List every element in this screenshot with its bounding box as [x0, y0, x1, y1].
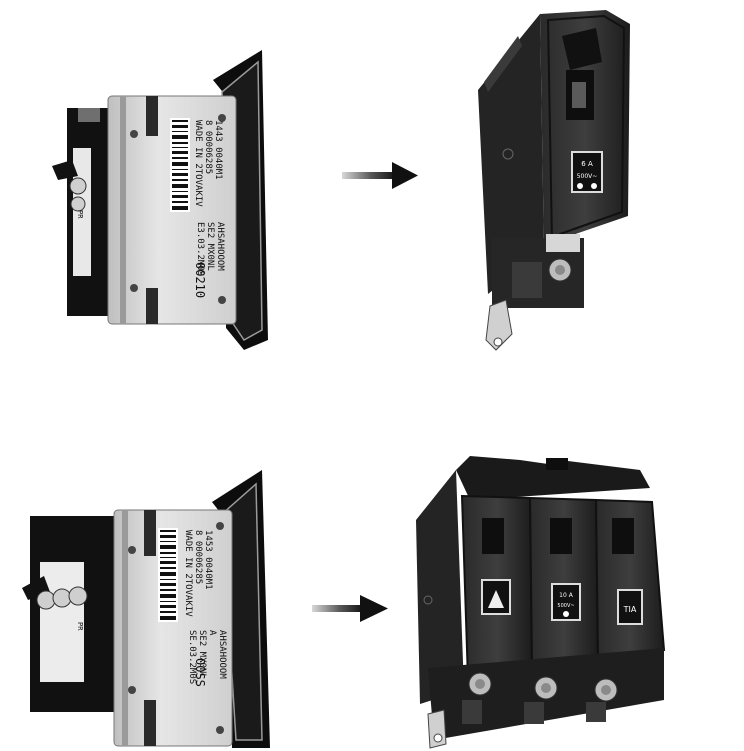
breaker-side-face: [416, 470, 464, 704]
print-line-5: SE2 MX0NL: [205, 222, 215, 271]
new-three-pole-breaker: 10 A 500V~ TIA: [416, 456, 666, 749]
barcode-icon: [170, 118, 190, 212]
toggle-handle-icon: [612, 518, 634, 554]
print-line-8: 00SS: [193, 658, 207, 687]
breaker-side-face: [478, 14, 544, 294]
breaker-body: [113, 509, 233, 747]
rating-volts: 500V~: [557, 603, 574, 609]
toggle-knob-icon: [36, 590, 56, 610]
mounting-clip-icon: [485, 299, 513, 351]
arrow-right-icon: [342, 162, 418, 189]
rating-mark: TIA: [623, 605, 637, 614]
print-line-3: 1443 0040M1: [213, 120, 223, 180]
rating-amps: 10 A: [559, 592, 574, 599]
play-arrow-icon: [488, 590, 504, 608]
arrow-right-icon: [312, 595, 388, 622]
print-line-7: AHSAHOOOM: [217, 630, 227, 679]
old-single-pole-breaker: WADE IN 2TOVAKIV 8 00006285 1443 0040M1 …: [52, 50, 268, 350]
new-single-pole-breaker: 6 A 500V~: [478, 10, 630, 351]
side-print: PR: [76, 622, 84, 631]
print-line-3: 1453 0040M1: [203, 530, 213, 590]
print-line-6: AHSAHOOOM: [215, 222, 225, 271]
rating-label-1: [481, 579, 511, 615]
print-line-7: 00210: [193, 262, 207, 298]
toggle-handle-icon: [550, 518, 572, 554]
print-line-2: 8 00006285: [193, 530, 203, 584]
side-print: PR: [76, 210, 84, 219]
rating-volts: 500V~: [577, 173, 598, 180]
print-line-6: A: [207, 630, 217, 636]
print-line-1: WADE IN 2TOVAKIV: [183, 530, 193, 617]
breaker-front-face: [540, 10, 630, 250]
toggle-handle-icon: [562, 28, 602, 70]
print-line-4: SE.03.2M0S: [187, 630, 197, 684]
rating-amps: 6 A: [581, 160, 593, 168]
rating-label-3: [617, 589, 643, 625]
rating-label: [571, 151, 603, 193]
toggle-handle-icon: [482, 518, 504, 554]
toggle-knob-icon: [52, 588, 72, 608]
print-line-4: E3.03.2M0S: [195, 222, 205, 276]
print-line-2: 8 00006285: [203, 120, 213, 174]
print-line-5: SE2 MX0NL: [197, 630, 207, 679]
barcode-icon: [158, 528, 178, 622]
print-line-1: WADE IN 2TOVAKIV: [193, 120, 203, 207]
toggle-lever-icon: [52, 160, 78, 180]
old-three-pole-breaker: PR: [22, 470, 270, 748]
toggle-knob-icon: [68, 586, 88, 606]
